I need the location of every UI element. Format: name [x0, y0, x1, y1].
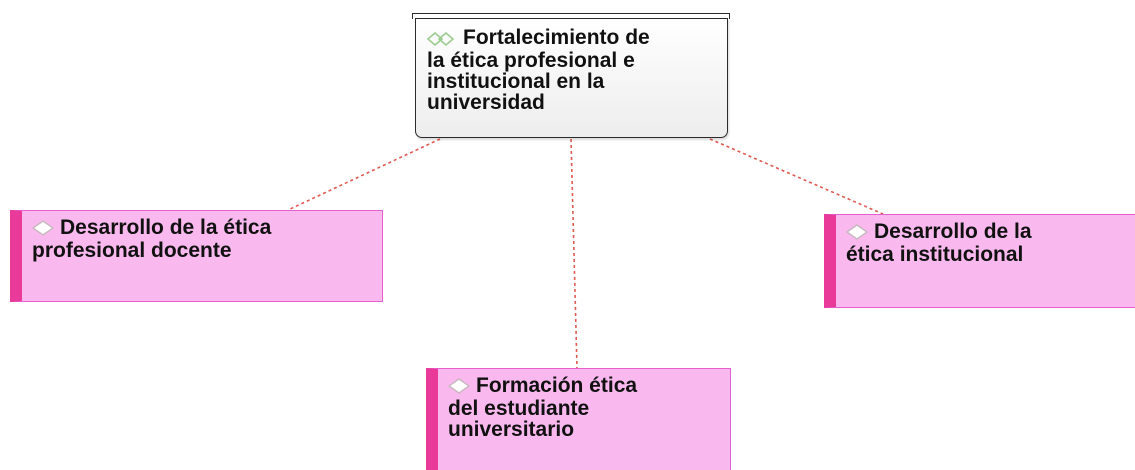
- subtopic-node-estudiante[interactable]: Formación ética del estudiante universit…: [426, 368, 731, 470]
- subtopic-label-docente: Desarrollo de la ética profesional docen…: [32, 216, 272, 262]
- diamond-icon: [31, 219, 55, 240]
- subtopic-label-estudiante: Formación ética del estudiante universit…: [448, 374, 638, 441]
- connector-root-to-bottom: [570, 138, 578, 369]
- subtopic-label-institucional: Desarrollo de la ética institucional: [846, 220, 1032, 266]
- root-topic-node[interactable]: Fortalecimiento de la ética profesional …: [415, 18, 728, 138]
- diamond-icon: [845, 223, 869, 244]
- diamond-icon: [447, 377, 471, 398]
- double-chevron-left-icon: [426, 29, 457, 50]
- subtopic-node-docente[interactable]: Desarrollo de la ética profesional docen…: [10, 210, 383, 302]
- root-node-tab: [412, 13, 730, 19]
- subtopic-node-institucional[interactable]: Desarrollo de la ética institucional: [824, 214, 1135, 308]
- connector-root-to-left: [287, 138, 441, 211]
- root-topic-label: Fortalecimiento de la ética profesional …: [427, 26, 650, 114]
- connector-root-to-right: [709, 138, 884, 215]
